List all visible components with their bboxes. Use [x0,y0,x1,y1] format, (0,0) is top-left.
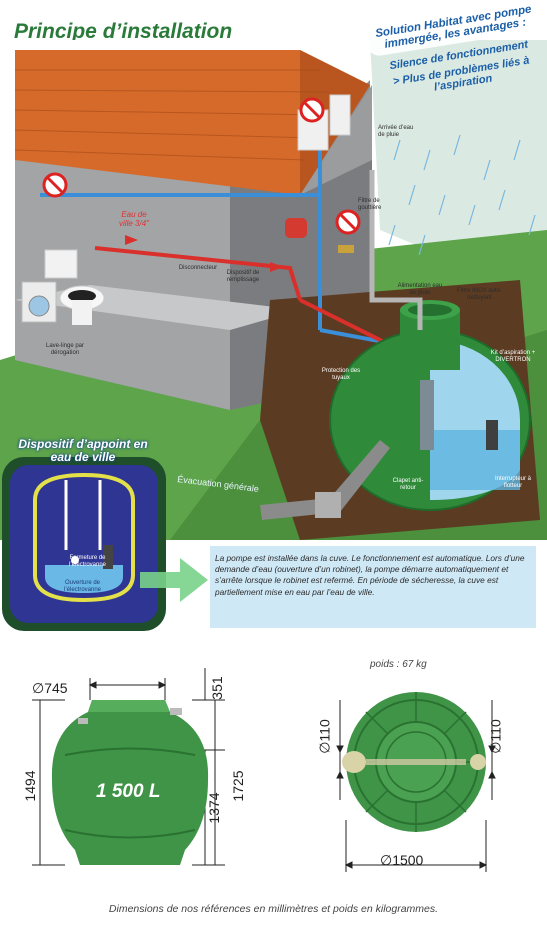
weight-label: poids : 67 kg [370,659,427,670]
mid-height-dim: 1374 [206,792,222,824]
interrupteur-label: Interrupteur à flotteur [494,476,532,489]
capacity-label: 1 500 L [96,781,161,802]
alimentation-pluie-label: Alimentation eau de pluie [397,283,443,296]
pipe-right-dim: ∅110 [487,719,504,754]
pipe-left-dim: ∅110 [316,719,333,754]
filtre-autonettoyant-label: Filtre INOX auto-nettoyant [456,288,502,301]
disconnector-label: Disconnecteur [178,265,218,271]
lave-linge-label: Lave-linge par dérogation [45,343,85,356]
top-height-dim: 351 [209,676,225,700]
info-box [210,546,536,628]
installation-illustration [0,40,547,540]
dispositif-title: Dispositif d’appoint en eau de ville [18,437,148,464]
kit-aspiration-label: Kit d’aspiration + DIVERTRON [490,350,536,363]
tank-side-view [32,668,225,866]
fermeture-label: Fermeture de l’électrovanne [68,555,107,568]
footer-note: Dimensions de nos références en millimèt… [108,903,439,915]
dispositif-label: Dispositif de remplissage [226,270,260,283]
protection-tuyaux-label: Protection des tuyaux [321,368,361,381]
connector-arrow-icon [140,558,208,602]
body-height-dim: 1494 [22,770,38,802]
base-diameter-dim: ∅1500 [380,852,424,868]
arrivee-eau-pluie-label: Arrivée d’eau de pluie [378,125,414,138]
tank-top-view [336,692,496,872]
page-title: Principe d’installation [14,20,233,43]
clapet-label: Clapet anti-retour [392,478,424,491]
eau-de-ville-label: Eau de ville 3/4" [119,210,149,228]
total-height-dim: 1725 [230,770,246,802]
ouverture-label: Ouverture de l’électrovanne [63,580,102,593]
top-diameter-dim: ∅745 [32,680,68,696]
filtre-gouttiere-label: Filtre de gouttière [358,198,382,211]
dispositif-inset [2,457,166,631]
info-text: La pompe est installée dans la cuve. Le … [215,553,525,597]
